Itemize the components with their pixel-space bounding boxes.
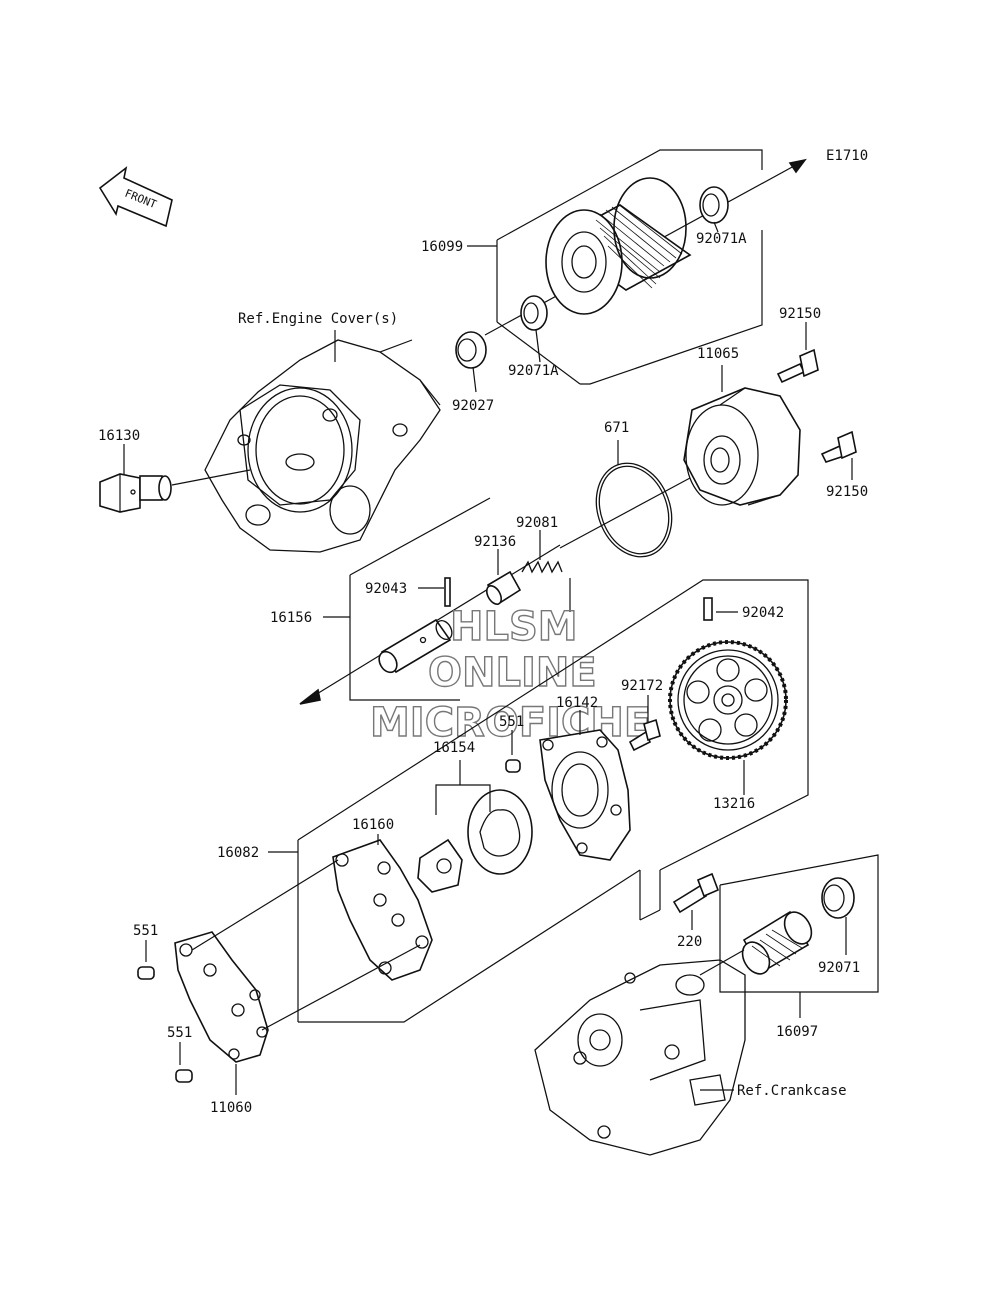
oil-pump-group <box>297 579 809 1023</box>
label-16097: 16097 <box>776 1024 818 1040</box>
label-16130: 16130 <box>98 428 140 444</box>
pin-92042 <box>703 597 713 621</box>
label-16156: 16156 <box>270 610 312 626</box>
label-16154: 16154 <box>433 740 475 756</box>
bolt-92172 <box>628 718 661 752</box>
gasket-11060 <box>174 931 269 1063</box>
label-92136: 92136 <box>474 534 516 550</box>
bolt-92150-bottom <box>820 430 857 463</box>
pump-rotors-16154 <box>417 789 533 893</box>
label-92027: 92027 <box>452 398 494 414</box>
pump-body-16142 <box>539 729 631 861</box>
label-16082: 16082 <box>217 845 259 861</box>
label-92150-top: 92150 <box>779 306 821 322</box>
oil-strainer <box>741 910 813 975</box>
label-551-c: 551 <box>167 1025 192 1041</box>
label-671: 671 <box>604 420 629 436</box>
label-92081: 92081 <box>516 515 558 531</box>
label-220: 220 <box>677 934 702 950</box>
watermark: HLSM ONLINE MICROFICHE <box>369 603 652 746</box>
label-92150-bottom: 92150 <box>826 484 868 500</box>
seal-92027 <box>455 331 487 369</box>
relief-valve-body <box>378 618 453 674</box>
strainer-group <box>719 854 879 993</box>
label-11065: 11065 <box>697 346 739 362</box>
diagram-code: E1710 <box>826 148 868 164</box>
label-92071a-mid: 92071A <box>508 363 559 379</box>
pump-gear-13216 <box>668 640 788 760</box>
label-16142: 16142 <box>556 695 598 711</box>
o-ring-92071 <box>821 877 855 919</box>
label-92071a-top: 92071A <box>696 231 747 247</box>
pump-plate-16160 <box>332 839 433 981</box>
label-92071: 92071 <box>818 960 860 976</box>
pump-cover-11065 <box>683 387 801 506</box>
pin-92043 <box>444 577 451 607</box>
label-16099: 16099 <box>421 239 463 255</box>
crankcase-drawing <box>534 959 746 1156</box>
bolt-220 <box>672 872 720 914</box>
dowel-pin-551-b <box>137 966 155 980</box>
o-ring-92071a-mid <box>520 295 548 331</box>
dowel-pin-551-c <box>175 1069 193 1083</box>
relief-fitting-16130 <box>99 473 172 513</box>
engine-cover-drawing <box>204 339 441 553</box>
label-13216: 13216 <box>713 796 755 812</box>
label-551-b: 551 <box>133 923 158 939</box>
label-92042: 92042 <box>742 605 784 621</box>
ref-crankcase: Ref.Crankcase <box>737 1083 847 1099</box>
label-92043: 92043 <box>365 581 407 597</box>
label-16160: 16160 <box>352 817 394 833</box>
svg-text:HLSM: HLSM <box>450 604 578 650</box>
front-arrow-icon: FRONT <box>98 166 173 228</box>
bolt-92150-top <box>776 348 819 384</box>
dowel-pin-551-a <box>505 759 521 773</box>
o-ring-92071a-top <box>699 186 729 224</box>
label-92172: 92172 <box>621 678 663 694</box>
oil-filter-element <box>545 177 692 315</box>
svg-text:ONLINE: ONLINE <box>428 650 597 696</box>
spring-92081 <box>521 560 563 574</box>
o-ring-671 <box>595 462 673 558</box>
ref-engine-cover: Ref.Engine Cover(s) <box>238 311 398 327</box>
label-551-a: 551 <box>499 714 524 730</box>
label-11060: 11060 <box>210 1100 252 1116</box>
valve-piston-92136 <box>485 570 522 606</box>
